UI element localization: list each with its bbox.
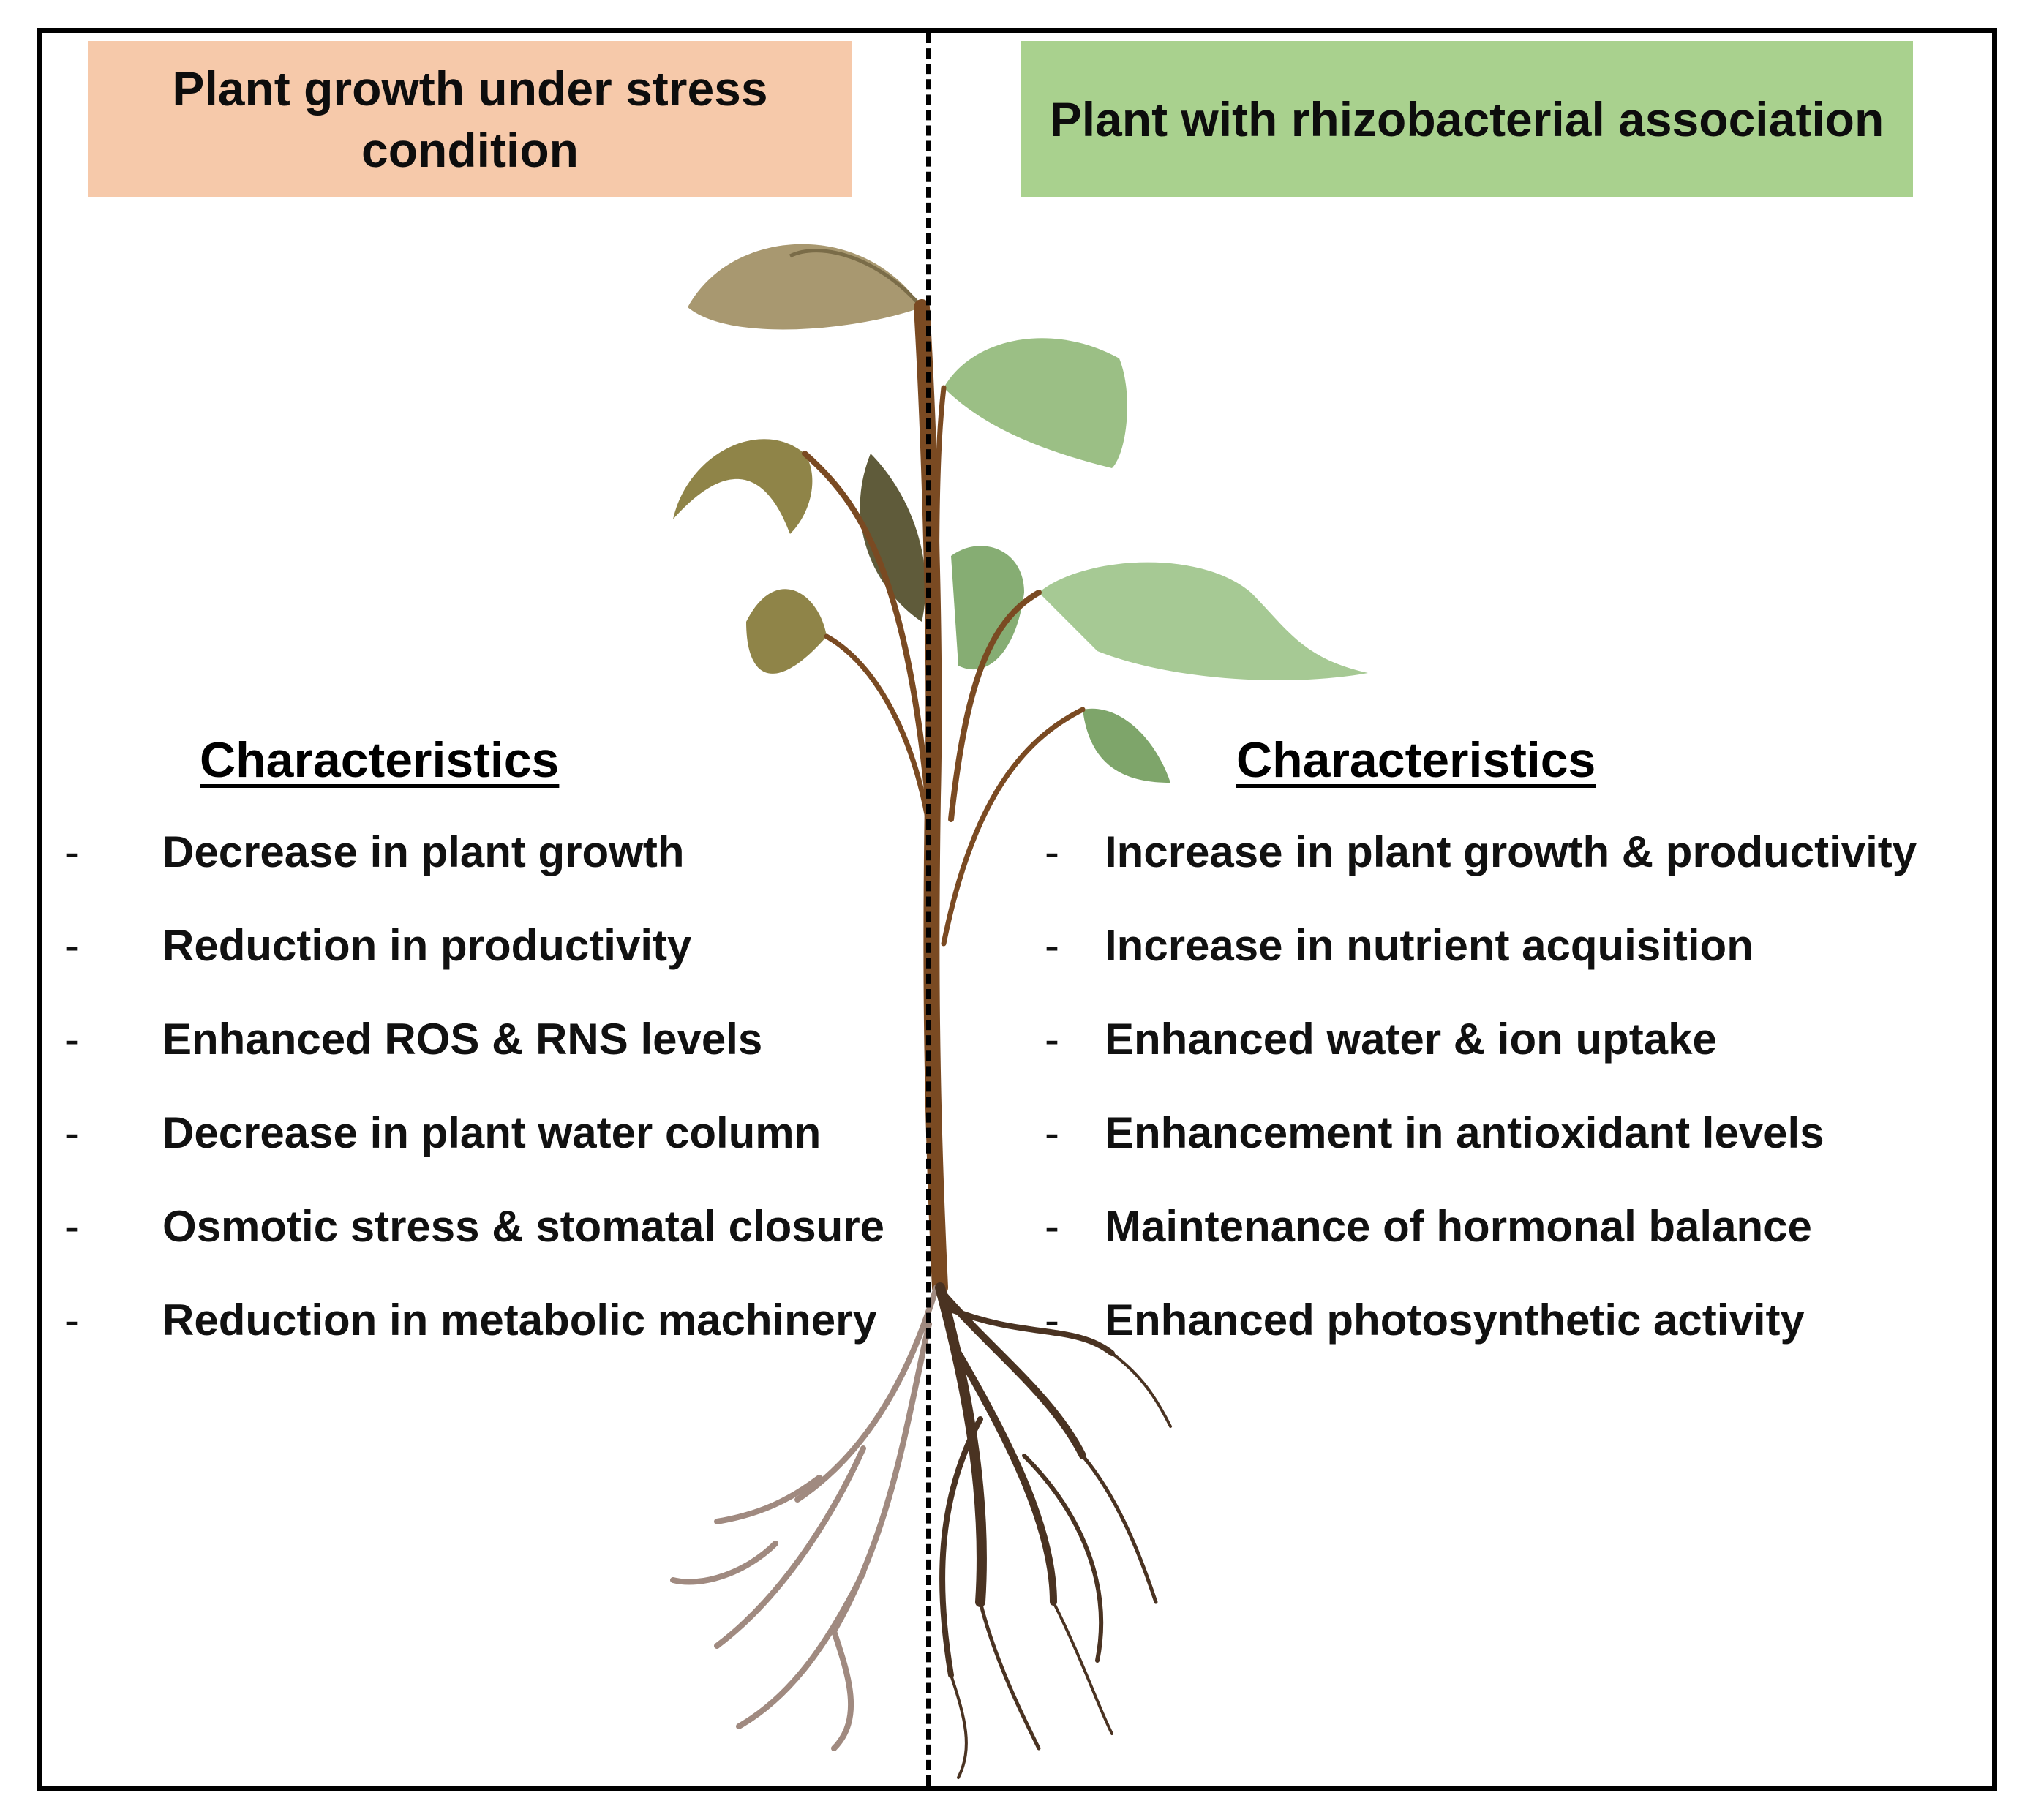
item-text: Increase in plant growth & productivity xyxy=(1105,827,1917,876)
bullet-dash: - xyxy=(64,1015,79,1064)
healthy-leaves xyxy=(944,338,1368,783)
panel-divider xyxy=(926,33,931,1786)
item-text: Enhanced photosynthetic activity xyxy=(1105,1296,1805,1345)
item-text: Enhancement in antioxidant levels xyxy=(1105,1108,1824,1157)
bullet-dash: - xyxy=(1045,1296,1059,1345)
bullet-dash: - xyxy=(64,1296,79,1345)
bullet-dash: - xyxy=(64,827,79,876)
item-text: Osmotic stress & stomatal closure xyxy=(162,1202,885,1251)
left-characteristics-title: Characteristics xyxy=(200,732,560,788)
bullet-dash: - xyxy=(1045,1015,1059,1064)
item-text: Decrease in plant water column xyxy=(162,1108,822,1157)
bullet-dash: - xyxy=(1045,1202,1059,1251)
bullet-dash: - xyxy=(64,1202,79,1251)
stressed-leaves xyxy=(673,244,926,674)
bullet-dash: - xyxy=(1045,827,1059,876)
left-header-text: Plant growth under stress condition xyxy=(172,61,768,177)
diagram-frame xyxy=(37,28,1997,1791)
item-text: Maintenance of hormonal balance xyxy=(1105,1202,1812,1251)
item-text: Enhanced ROS & RNS levels xyxy=(162,1015,763,1064)
item-text: Enhanced water & ion uptake xyxy=(1105,1015,1717,1064)
healthy-roots xyxy=(935,1282,1172,1779)
right-panel-header: Plant with rhizobacterial association xyxy=(1021,41,1913,197)
right-characteristics-title: Characteristics xyxy=(1236,732,1596,788)
plant-illustration xyxy=(670,244,1368,1779)
stressed-roots xyxy=(670,1285,939,1751)
bullet-dash: - xyxy=(64,1108,79,1157)
left-panel-header: Plant growth under stress condition xyxy=(88,41,852,197)
bullet-dash: - xyxy=(1045,921,1059,970)
item-text: Reduction in productivity xyxy=(162,921,692,970)
item-text: Reduction in metabolic machinery xyxy=(162,1296,877,1345)
item-text: Increase in nutrient acquisition xyxy=(1105,921,1754,970)
bullet-dash: - xyxy=(1045,1108,1059,1157)
stem xyxy=(802,299,1086,1296)
item-text: Decrease in plant growth xyxy=(162,827,685,876)
right-header-text: Plant with rhizobacterial association xyxy=(1049,91,1884,146)
bullet-dash: - xyxy=(64,921,79,970)
